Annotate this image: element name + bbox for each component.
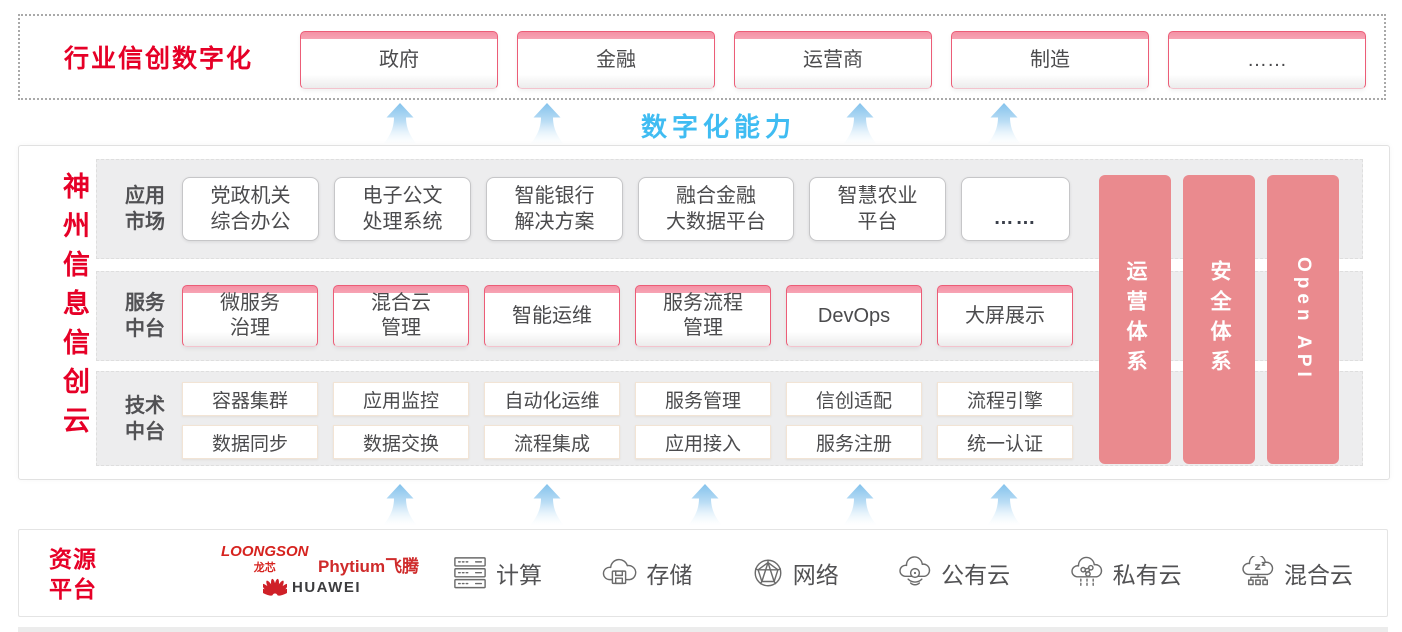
industry-box-telecom: 运营商 (734, 31, 932, 89)
resource-item-hybrid-cloud: 混合云 (1239, 556, 1353, 590)
app-box-smart-agriculture: 智慧农业 平台 (809, 177, 946, 241)
resource-item-label: 私有云 (1112, 562, 1182, 588)
arrow-up-icon (382, 103, 418, 145)
loongson-chinese-name: 龙芯 (253, 562, 276, 574)
pillar-operation-system: 运营体系 (1099, 175, 1171, 464)
resource-item-compute: 计算 (451, 556, 542, 590)
service-box-hybrid-cloud-mgmt: 混合云 管理 (333, 285, 469, 347)
pillar-security-system: 安全体系 (1183, 175, 1255, 464)
tech-box-process-integration: 流程集成 (484, 425, 620, 459)
industry-box-finance: 金融 (517, 31, 715, 89)
resource-platform-label: 资源 平台 (49, 546, 97, 602)
resource-item-label: 网络 (792, 562, 839, 588)
service-platform-row: 服务 中台 微服务 治理 混合云 管理 智能运维 服务流程 管理 DevOps … (96, 271, 1363, 361)
tech-box-unified-auth: 统一认证 (937, 425, 1073, 459)
huawei-logo: HUAWEI (263, 577, 361, 597)
tech-box-container-cluster: 容器集群 (182, 382, 318, 416)
app-box-edoc-system: 电子公文 处理系统 (334, 177, 471, 241)
arrow-up-icon (687, 484, 723, 526)
loongson-logo: LOONGSON 龙芯 (221, 543, 309, 575)
industry-box-more: …… (1168, 31, 1366, 89)
bottom-edge-strip (18, 627, 1388, 632)
digital-capability-label: 数字化能力 (641, 112, 797, 142)
technology-platform-row: 技术 中台 容器集群 应用监控 自动化运维 服务管理 信创适配 流程引擎 数据同… (96, 371, 1363, 466)
application-market-items: 党政机关 综合办公 电子公文 处理系统 智能银行 解决方案 融合金融 大数据平台… (182, 160, 1082, 258)
service-box-intelligent-ops: 智能运维 (484, 285, 620, 347)
resource-item-public-cloud: 公有云 (896, 556, 1010, 590)
app-box-finance-bigdata: 融合金融 大数据平台 (638, 177, 794, 241)
service-box-devops: DevOps (786, 285, 922, 347)
cloud-platform-section: 神州信息信创云 应用 市场 党政机关 综合办公 电子公文 处理系统 智能银行 解… (18, 145, 1390, 480)
resource-item-label: 存储 (646, 562, 693, 588)
technology-row-1: 容器集群 应用监控 自动化运维 服务管理 信创适配 流程引擎 (182, 382, 1082, 416)
resource-item-label: 混合云 (1283, 562, 1353, 588)
tech-box-data-sync: 数据同步 (182, 425, 318, 459)
arrow-up-icon (986, 484, 1022, 526)
service-box-service-process: 服务流程 管理 (635, 285, 771, 347)
arrow-up-icon (529, 103, 565, 145)
phytium-wordmark: Phytium (318, 557, 386, 576)
storage-icon (603, 558, 637, 585)
compute-icon (454, 557, 486, 589)
tech-box-data-exchange: 数据交换 (333, 425, 469, 459)
app-box-party-gov-office: 党政机关 综合办公 (182, 177, 319, 241)
application-market-label: 应用 市场 (125, 185, 165, 233)
industry-box-government: 政府 (300, 31, 498, 89)
huawei-wordmark: HUAWEI (292, 578, 361, 596)
arrow-up-icon (986, 103, 1022, 145)
service-platform-label: 服务 中台 (125, 292, 165, 340)
phytium-chinese-name: 飞腾 (385, 557, 420, 576)
arrow-up-icon (842, 484, 878, 526)
resource-item-label: 计算 (496, 562, 542, 588)
tech-box-service-registry: 服务注册 (786, 425, 922, 459)
technology-platform-items: 容器集群 应用监控 自动化运维 服务管理 信创适配 流程引擎 数据同步 数据交换… (182, 382, 1082, 459)
loongson-wordmark: LOONGSON (221, 543, 309, 560)
service-box-big-screen: 大屏展示 (937, 285, 1073, 347)
huawei-flower-icon (263, 578, 287, 596)
technology-platform-label: 技术 中台 (125, 394, 165, 443)
app-box-smart-banking: 智能银行 解决方案 (486, 177, 623, 241)
industry-list: 政府 金融 运营商 制造 …… (300, 31, 1366, 89)
technology-row-2: 数据同步 数据交换 流程集成 应用接入 服务注册 统一认证 (182, 425, 1082, 459)
service-platform-items: 微服务 治理 混合云 管理 智能运维 服务流程 管理 DevOps 大屏展示 (182, 272, 1082, 360)
resource-item-label: 公有云 (941, 562, 1011, 588)
industry-box-manufacturing: 制造 (951, 31, 1149, 89)
network-icon (754, 559, 782, 587)
hybrid-cloud-icon (1242, 556, 1274, 586)
tech-box-service-mgmt: 服务管理 (635, 382, 771, 416)
pillar-open-api: Open API (1267, 175, 1339, 464)
tech-box-automated-ops: 自动化运维 (484, 382, 620, 416)
tech-box-process-engine: 流程引擎 (937, 382, 1073, 416)
tech-box-xinchuang-adaptation: 信创适配 (786, 382, 922, 416)
resource-platform-section: 资源 平台 LOONGSON 龙芯 Phytium飞腾 HUAWEI (18, 529, 1388, 617)
application-market-row: 应用 市场 党政机关 综合办公 电子公文 处理系统 智能银行 解决方案 融合金融… (96, 159, 1363, 259)
platform-title-vertical: 神州信息信创云 (59, 172, 89, 445)
resource-item-network: 网络 (750, 556, 839, 590)
industry-section-title: 行业信创数字化 (64, 45, 254, 73)
resource-item-list: 计算 存储 网络 (451, 530, 1353, 616)
arrow-up-icon (842, 103, 878, 145)
resource-item-private-cloud: 私有云 (1068, 556, 1182, 590)
arrow-up-icon (382, 484, 418, 526)
industry-digitalization-section: 行业信创数字化 政府 金融 运营商 制造 …… (18, 14, 1386, 100)
app-box-more: …… (961, 177, 1070, 241)
service-box-microservice: 微服务 治理 (182, 285, 318, 347)
private-cloud-icon (1070, 556, 1102, 587)
tech-box-app-monitoring: 应用监控 (333, 382, 469, 416)
phytium-logo: Phytium飞腾 (318, 552, 419, 577)
resource-item-storage: 存储 (599, 556, 692, 590)
tech-box-app-access: 应用接入 (635, 425, 771, 459)
arrow-up-icon (529, 484, 565, 526)
public-cloud-icon (899, 556, 931, 586)
